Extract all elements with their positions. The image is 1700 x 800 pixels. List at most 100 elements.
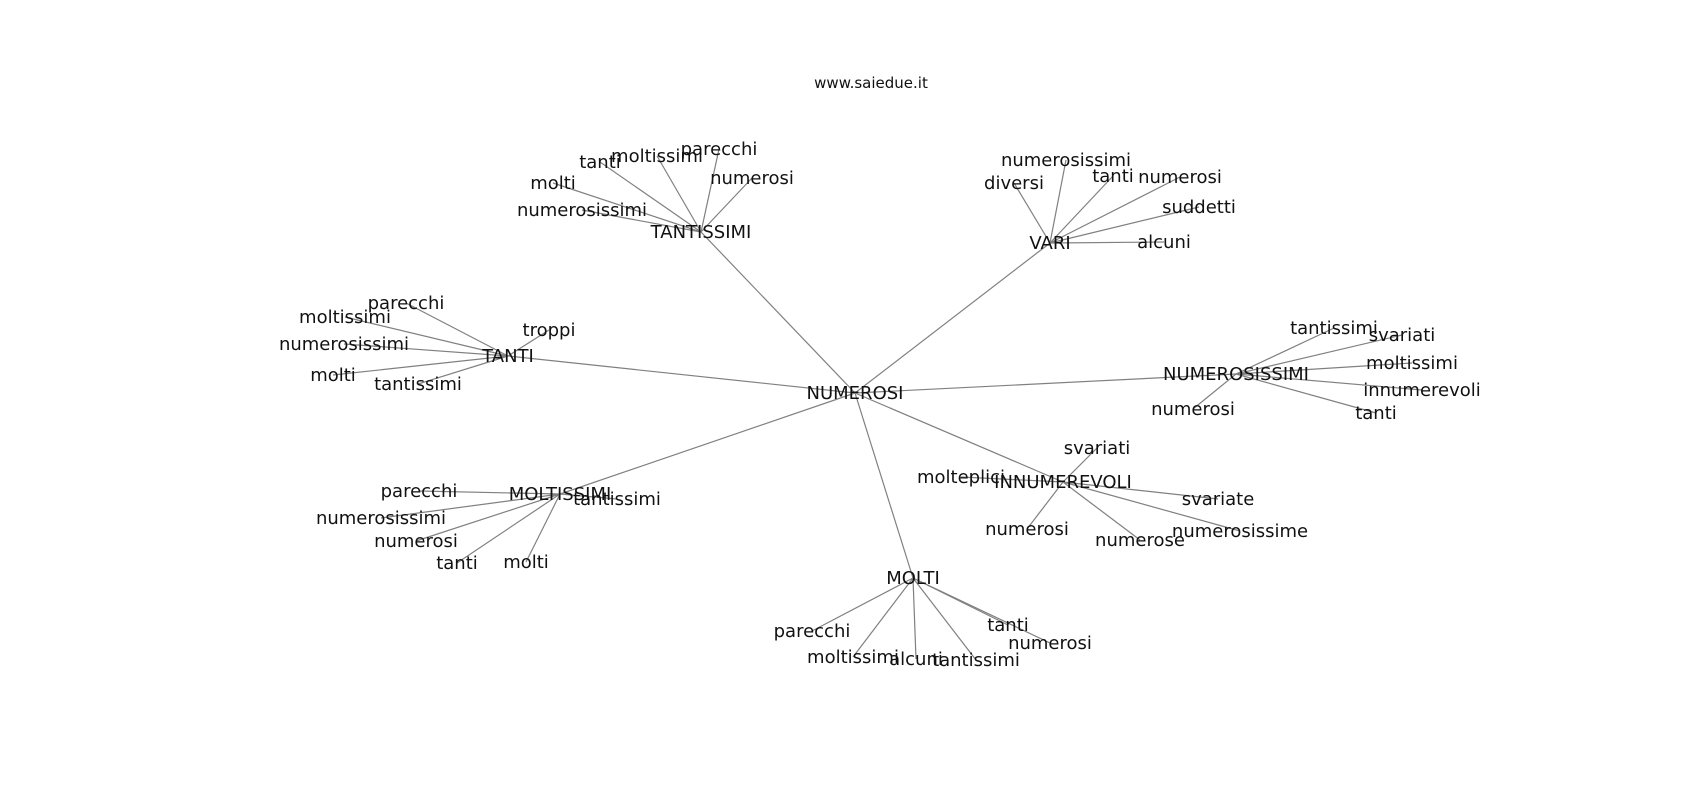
leaf-node-label: numerosi (1008, 633, 1092, 654)
edge-hub-leaf (507, 329, 550, 357)
hub-node-label: NUMEROSISSIMI (1163, 364, 1309, 385)
edge-hub-leaf (344, 316, 509, 357)
edge-hub-leaf (1235, 334, 1403, 375)
edge-center-hub (559, 392, 856, 495)
leaf-node-label: moltissimi (807, 647, 899, 668)
edge-hub-leaf (852, 577, 914, 658)
labels-layer: www.saiedue.it NUMEROSITANTISSIMItantimo… (279, 74, 1481, 671)
leaf-node-label: numerosi (374, 531, 458, 552)
leaf-node-label: numerosissimi (316, 508, 446, 529)
edge-hub-leaf (343, 343, 509, 357)
edges-layer (332, 148, 1423, 661)
leaf-node-label: molti (503, 552, 549, 573)
hub-node-label: VARI (1029, 233, 1070, 254)
edge-hub-leaf (912, 577, 917, 660)
leaf-node-label: numerosi (1138, 167, 1222, 188)
leaf-node-label: tantissimi (573, 489, 661, 510)
leaf-node-label: numerosi (1151, 399, 1235, 420)
leaf-node-label: tanti (987, 615, 1029, 636)
center-node-label: NUMEROSI (807, 383, 904, 404)
leaf-node-label: moltissimi (299, 307, 391, 328)
edge-hub-leaf (1062, 481, 1141, 541)
edge-hub-leaf (1049, 176, 1181, 244)
edge-hub-leaf (380, 493, 561, 519)
edge-hub-leaf (1049, 241, 1165, 244)
leaf-node-label: numerosissime (1172, 521, 1308, 542)
leaf-node-label: moltissimi (1366, 353, 1458, 374)
leaf-node-label: parecchi (681, 139, 758, 160)
leaf-node-label: parecchi (381, 481, 458, 502)
hub-node-label: TANTI (481, 346, 534, 367)
leaf-node-label: parecchi (368, 293, 445, 314)
title: www.saiedue.it (814, 74, 928, 92)
edge-hub-leaf (1062, 447, 1098, 483)
leaf-node-label: tantissimi (1290, 318, 1378, 339)
hub-node-label: TANTISSIMI (650, 222, 752, 243)
edge-hub-leaf (1192, 373, 1237, 410)
edge-hub-leaf (525, 493, 561, 563)
leaf-node-label: svariate (1182, 489, 1255, 510)
edge-hub-leaf (456, 493, 561, 564)
edge-center-hub (854, 392, 914, 579)
edge-center-hub (507, 355, 856, 394)
leaf-node-label: numerosissimi (517, 200, 647, 221)
leaf-node-label: svariati (1064, 438, 1131, 459)
edge-hub-leaf (559, 493, 618, 500)
edge-hub-leaf (700, 177, 753, 233)
leaf-node-label: alcuni (889, 649, 943, 670)
edge-hub-leaf (1235, 362, 1413, 375)
leaf-node-label: troppi (523, 320, 576, 341)
leaf-node-label: tanti (579, 152, 621, 173)
edge-hub-leaf (1049, 159, 1067, 244)
edge-hub-leaf (700, 148, 720, 233)
leaf-node-label: tanti (436, 553, 478, 574)
leaf-node-label: tantissimi (374, 374, 462, 395)
leaf-node-label: svariati (1369, 325, 1436, 346)
leaf-node-label: molteplici (917, 467, 1005, 488)
edge-hub-leaf (417, 355, 509, 385)
leaf-node-label: tanti (1355, 403, 1397, 424)
edge-hub-leaf (581, 209, 702, 233)
hub-node-label: INNUMEREVOLI (994, 472, 1132, 493)
leaf-node-label: molti (310, 365, 356, 386)
edge-hub-leaf (405, 302, 509, 357)
edge-hub-leaf (960, 476, 1064, 483)
hub-node-label: MOLTISSIMI (509, 484, 612, 505)
edge-hub-leaf (1062, 481, 1241, 532)
edge-hub-leaf (415, 493, 561, 542)
edge-hub-leaf (1062, 481, 1219, 500)
edge-hub-leaf (912, 577, 977, 661)
leaf-node-label: numerose (1095, 530, 1185, 551)
edge-hub-leaf (552, 182, 702, 233)
edge-hub-leaf (599, 161, 702, 233)
hub-node-label: MOLTI (886, 568, 940, 589)
leaf-node-label: diversi (984, 173, 1044, 194)
leaf-node-label: numerosissimi (279, 334, 409, 355)
edge-center-hub (700, 231, 856, 394)
edge-hub-leaf (811, 577, 914, 632)
edge-hub-leaf (418, 490, 561, 495)
leaf-node-label: tanti (1092, 166, 1134, 187)
edge-hub-leaf (1049, 175, 1114, 244)
edge-hub-leaf (912, 577, 1051, 644)
edge-hub-leaf (1235, 373, 1377, 414)
leaf-node-label: molti (530, 173, 576, 194)
edge-center-hub (854, 373, 1237, 394)
edge-hub-leaf (1013, 182, 1051, 244)
edge-hub-leaf (1235, 373, 1423, 391)
leaf-node-label: numerosissimi (1001, 150, 1131, 171)
edge-hub-leaf (1026, 481, 1064, 530)
leaf-node-label: suddetti (1162, 197, 1236, 218)
leaf-node-label: tantissimi (932, 650, 1020, 671)
edge-hub-leaf (1235, 327, 1335, 375)
edge-center-hub (854, 392, 1064, 483)
edge-hub-leaf (1049, 206, 1200, 244)
leaf-node-label: moltissimi (611, 146, 703, 167)
edge-center-hub (854, 242, 1051, 394)
edge-hub-leaf (332, 355, 509, 376)
leaf-node-label: numerosi (985, 519, 1069, 540)
leaf-node-label: alcuni (1137, 232, 1191, 253)
leaf-node-label: parecchi (774, 621, 851, 642)
edge-hub-leaf (656, 155, 702, 233)
